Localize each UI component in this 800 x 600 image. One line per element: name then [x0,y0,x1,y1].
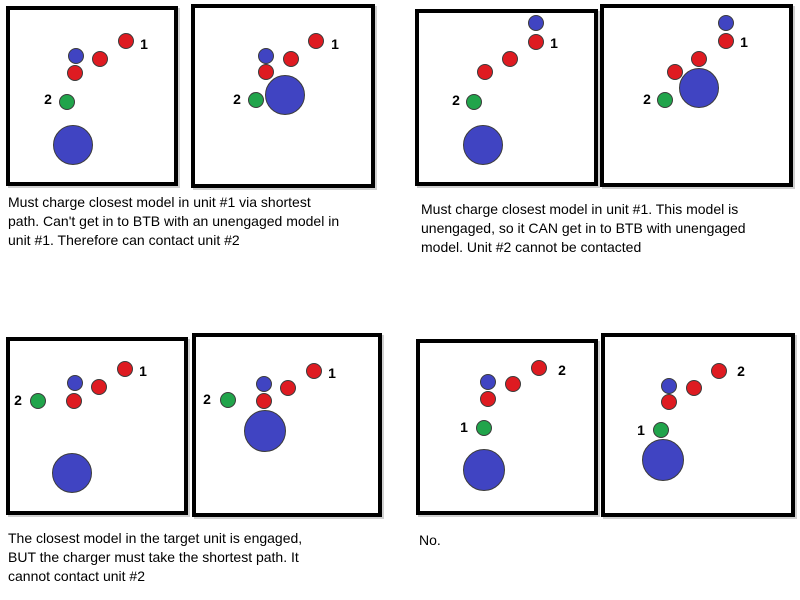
model-circle-blue-large [52,453,92,493]
unit-number-label: 2 [203,391,211,407]
model-circle-red [667,64,683,80]
model-circle-red [505,376,521,392]
panel-caption: Must charge closest model in unit #1. Th… [421,200,746,257]
unit-number-label: 2 [452,92,460,108]
model-circle-red [711,363,727,379]
model-circle-red [91,379,107,395]
game-board-box [415,9,598,186]
unit-number-label: 2 [14,392,22,408]
model-circle-red [256,393,272,409]
model-circle-blue-large [463,449,505,491]
unit-number-label: 1 [637,422,645,438]
model-circle-red [686,380,702,396]
model-circle-red [502,51,518,67]
caption-line: model. Unit #2 cannot be contacted [421,239,642,255]
model-circle-green [220,392,236,408]
model-circle-red [531,360,547,376]
caption-line: cannot contact unit #2 [8,568,145,584]
model-circle-red [117,361,133,377]
model-circle-blue [718,15,734,31]
model-circle-red [92,51,108,67]
unit-number-label: 2 [44,91,52,107]
caption-line: No. [419,532,441,548]
model-circle-blue-large [642,439,684,481]
model-circle-red [718,33,734,49]
model-circle-red [280,380,296,396]
model-circle-red [118,33,134,49]
unit-number-label: 1 [139,363,147,379]
model-circle-red [67,65,83,81]
model-circle-blue [67,375,83,391]
model-circle-green [657,92,673,108]
model-circle-red [691,51,707,67]
panel-caption: No. [419,531,441,550]
model-circle-blue-large [679,68,719,108]
unit-number-label: 1 [331,36,339,52]
caption-line: Must charge closest model in unit #1. Th… [421,201,739,217]
unit-number-label: 2 [558,362,566,378]
game-board-box [601,333,795,517]
model-circle-green [466,94,482,110]
model-circle-red [306,363,322,379]
model-circle-red [528,34,544,50]
model-circle-blue-large [53,125,93,165]
model-circle-red [661,394,677,410]
model-circle-blue [68,48,84,64]
unit-number-label: 1 [550,35,558,51]
unit-number-label: 2 [643,91,651,107]
model-circle-red [308,33,324,49]
model-circle-green [248,92,264,108]
panel-caption: Must charge closest model in unit #1 via… [8,193,339,250]
model-circle-red [66,393,82,409]
model-circle-blue-large [265,75,305,115]
unit-number-label: 1 [328,365,336,381]
model-circle-blue [480,374,496,390]
unit-number-label: 1 [140,36,148,52]
model-circle-red [258,64,274,80]
unit-number-label: 1 [460,419,468,435]
panel-caption: The closest model in the target unit is … [8,529,302,586]
game-board-box [6,337,188,515]
model-circle-green [653,422,669,438]
caption-line: unengaged, so it CAN get in to BTB with … [421,220,746,236]
model-circle-red [283,51,299,67]
model-circle-green [59,94,75,110]
caption-line: The closest model in the target unit is … [8,530,303,546]
unit-number-label: 2 [737,363,745,379]
model-circle-green [30,393,46,409]
game-board-box [192,333,382,517]
caption-line: Must charge closest model in unit #1 via… [8,194,311,210]
caption-line: path. Can't get in to BTB with an unenga… [8,213,340,229]
unit-number-label: 2 [233,91,241,107]
model-circle-green [476,420,492,436]
caption-line: BUT the charger must take the shortest p… [8,549,299,565]
model-circle-blue [661,378,677,394]
caption-line: unit #1. Therefore can contact unit #2 [8,232,240,248]
model-circle-blue [258,48,274,64]
model-circle-red [477,64,493,80]
model-circle-blue-large [244,410,286,452]
game-board-box [6,6,178,186]
model-circle-red [480,391,496,407]
model-circle-blue [256,376,272,392]
game-board-box [416,339,598,515]
unit-number-label: 1 [740,34,748,50]
model-circle-blue-large [463,125,503,165]
model-circle-blue [528,15,544,31]
